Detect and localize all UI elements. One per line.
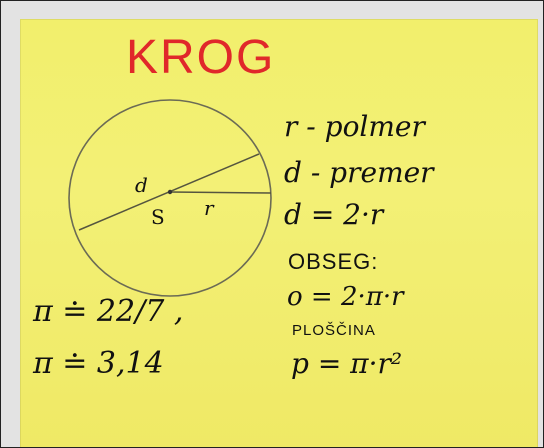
area-formula: p = π·r² bbox=[291, 347, 403, 380]
center-label: S bbox=[151, 205, 165, 229]
center-point bbox=[167, 189, 173, 195]
pi-fraction-approximation: π ≐ 22/7 , bbox=[33, 294, 184, 329]
circle-outline bbox=[68, 99, 272, 297]
radius-definition: r - polmer bbox=[284, 110, 425, 143]
sticky-note bbox=[20, 19, 538, 447]
diameter-definition: d - premer bbox=[284, 156, 434, 189]
perimeter-formula: o = 2·π·r bbox=[287, 282, 404, 312]
diameter-formula: d = 2·r bbox=[284, 198, 384, 231]
note-title: KROG bbox=[126, 31, 276, 84]
area-heading: PLOŠČINA bbox=[292, 322, 376, 339]
perimeter-heading: OBSEG: bbox=[288, 249, 379, 274]
pi-decimal-approximation: π ≐ 3,14 bbox=[33, 346, 164, 381]
radius-line bbox=[169, 191, 272, 194]
radius-label: r bbox=[204, 196, 214, 220]
circle-diagram bbox=[68, 99, 272, 297]
diameter-label: d bbox=[135, 173, 148, 197]
